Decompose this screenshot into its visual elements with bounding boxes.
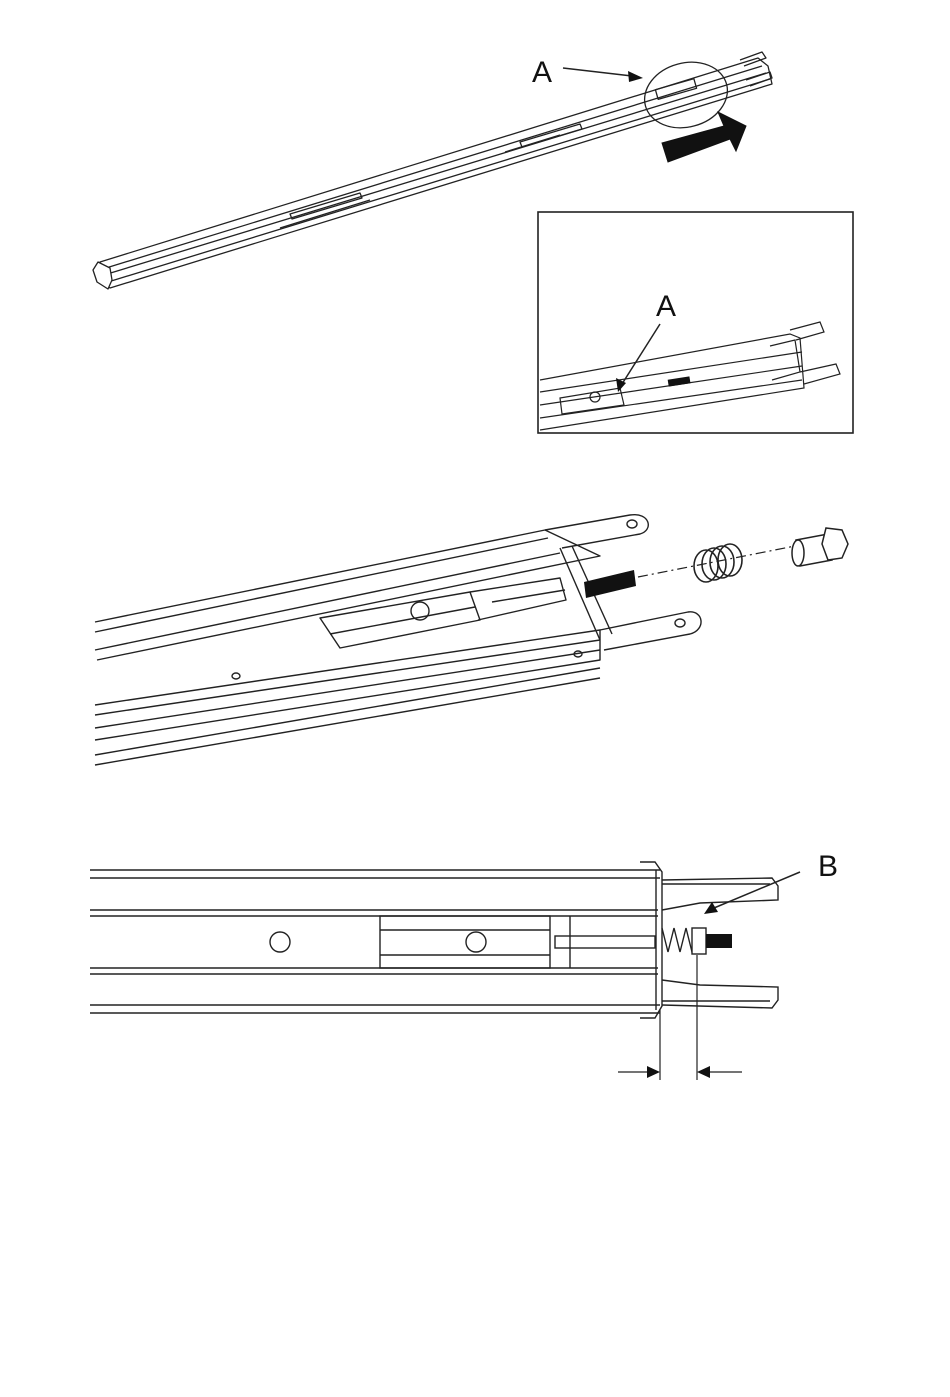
rail-hole [270,932,290,952]
callout-leader-a [563,68,632,76]
slider-block [380,916,550,968]
callout-label-b: B [818,850,838,883]
figure-top-view [90,862,800,1080]
slider-hole [466,932,486,952]
figure-exploded-assembly [95,515,701,765]
threaded-bolt [584,570,636,598]
direction-arrow-icon [662,112,746,162]
callout-label-a: A [532,56,552,89]
coil-spring [694,544,742,582]
inset-frame [538,212,853,433]
leader-arrowhead-a [628,71,643,82]
dimension-arrow-right [697,1066,710,1078]
bolt-thread-end [706,934,732,948]
dimension-arrow-left [647,1066,660,1078]
hex-nut [792,528,848,566]
callout-leader-b [714,872,800,908]
inset-label-a: A [656,290,676,323]
